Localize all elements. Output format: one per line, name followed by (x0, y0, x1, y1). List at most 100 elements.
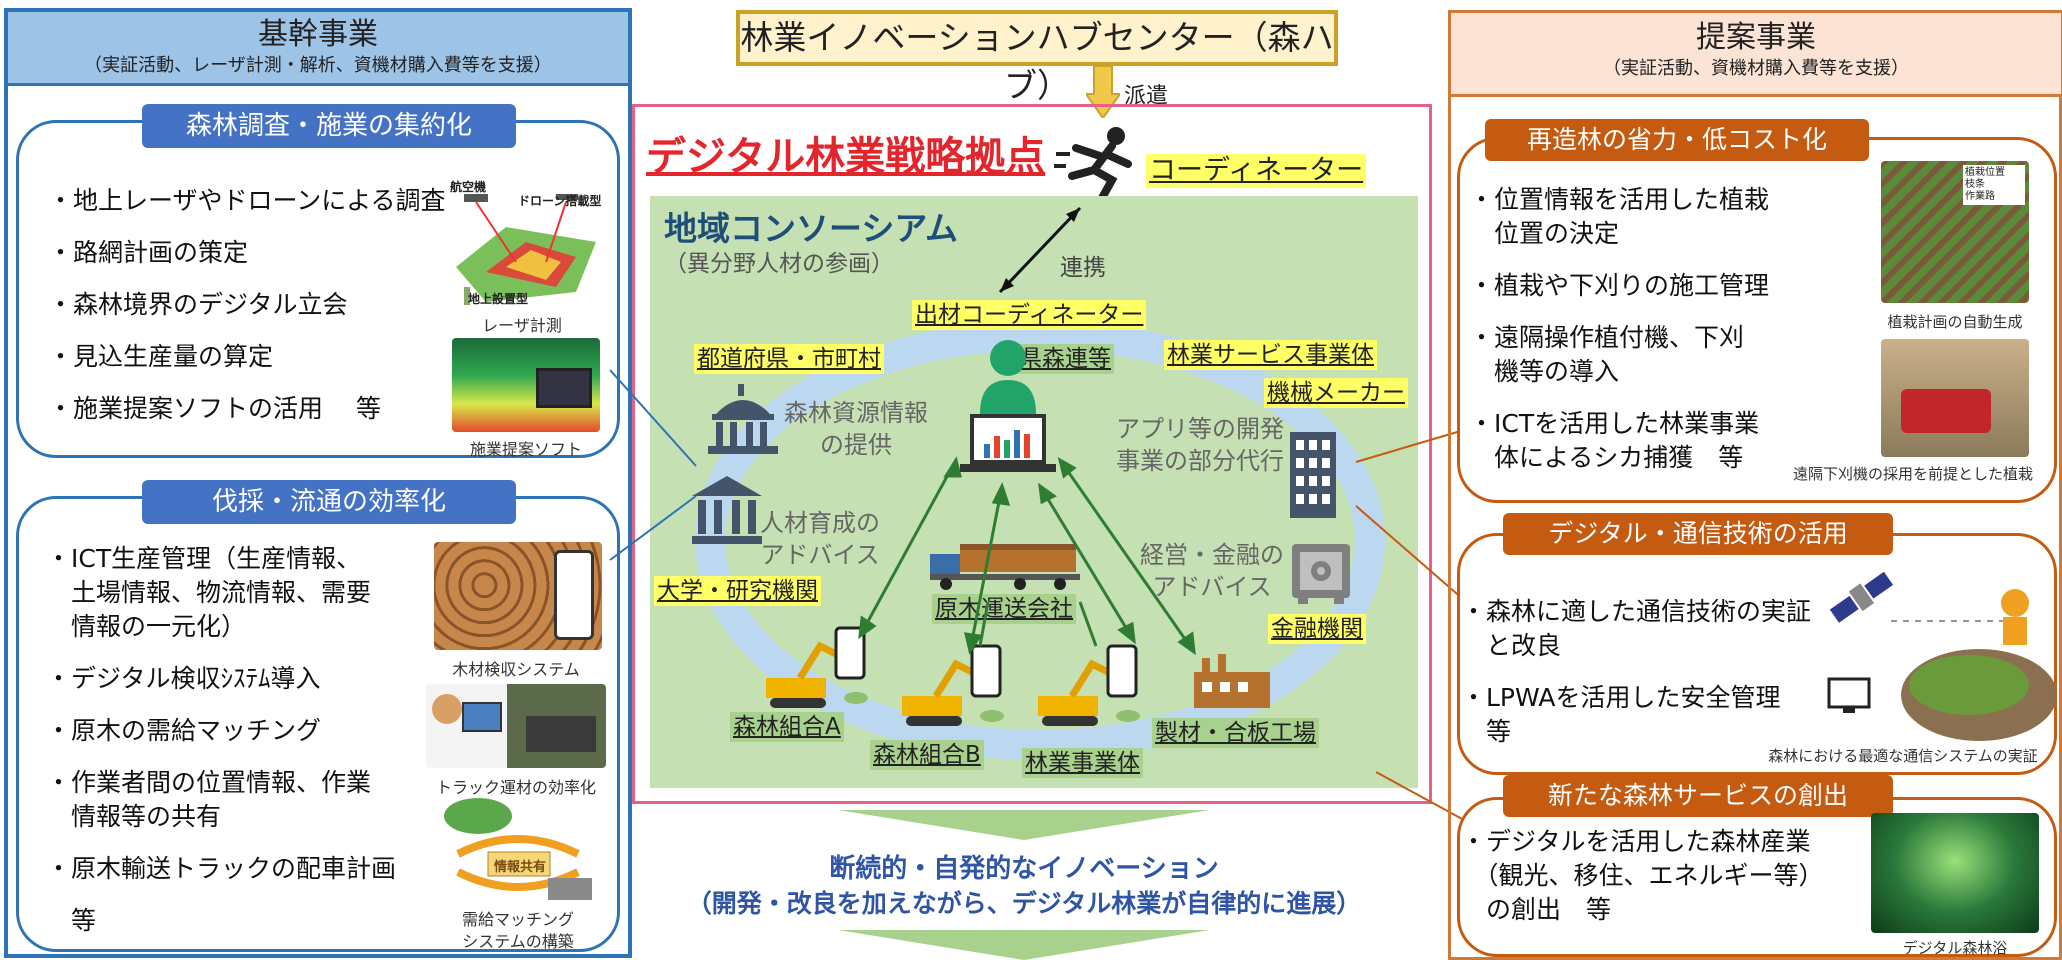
relation-arrows (858, 456, 1196, 656)
forest-survey-title: 森林調査・施業の集約化 (142, 104, 516, 148)
new-service-title: 新たな森林サービスの創出 (1503, 775, 1893, 817)
list-item: 土場情報、物流情報、需要 (46, 578, 372, 607)
shipping-coordinator-label: 出材コーディネーター (912, 300, 1147, 330)
matching-caption-2: システムの構築 (462, 932, 574, 951)
reforestation-title: 再造林の省力・低コスト化 (1485, 119, 1869, 161)
core-project-header: 基幹事業 （実証活動、レーザ計測・解析、資機材購入費等を支援） (8, 12, 628, 86)
safe-icon (1292, 544, 1350, 604)
government-building-icon (708, 384, 778, 454)
truck-icon (526, 716, 596, 752)
forest-federation-label: 県森連等 (1016, 344, 1114, 374)
list-item: ・原木輸送トラックの配車計画 (46, 854, 397, 883)
comm-system-caption: 森林における最適な通信システムの実証 (1768, 747, 2038, 765)
prefecture-label: 都道府県・市町村 (694, 344, 884, 374)
list-item: ・遠隔操作植付機、下刈 (1469, 323, 1745, 352)
list-item: と改良 (1461, 631, 1562, 660)
forestry-entity-label: 林業事業体 (1022, 748, 1143, 778)
list-item: ・森林境界のデジタル立会 (48, 290, 348, 319)
list-item: ・位置情報を活用した植栽 (1469, 185, 1770, 214)
timber-inspection-caption: 木材検収システム (452, 660, 580, 679)
excavator-phone-icon-a (766, 626, 868, 708)
list-item: ・森林に適した通信技術の実証 (1461, 597, 1812, 626)
coordinator-label: コーディネーター (1146, 154, 1367, 188)
legend-item: 枝条 (1965, 179, 1985, 190)
person-at-pc-icon (432, 694, 462, 724)
logging-distribution-title: 伐採・流通の効率化 (142, 480, 516, 524)
proposal-project-panel: 提案事業 （実証活動、資機材購入費等を支援） 再造林の省力・低コスト化 ・位置情… (1448, 10, 2062, 960)
list-item: ・原木の需給マッチング (46, 716, 322, 745)
strategy-hub-title: デジタル林業戦略拠点 (646, 134, 1046, 180)
planting-plan-image: 植栽位置 枝条 作業路 (1881, 161, 2029, 303)
logging-distribution-list: ・ICT生産管理（生産情報、 土場情報、物流情報、需要 情報の一元化） ・デジタ… (46, 542, 446, 938)
label-aircraft: 航空機 (450, 180, 487, 194)
finance-label: 金融機関 (1268, 614, 1366, 644)
coop-b-label: 森林組合B (870, 740, 984, 770)
laptop-icon (536, 368, 592, 408)
legend-item: 作業路 (1965, 191, 1995, 202)
core-project-title: 基幹事業 (258, 17, 378, 52)
innovation-title: 断続的・自発的なイノベーション (829, 854, 1219, 884)
digital-forest-bath-image (1871, 813, 2039, 933)
consortium-subtitle: （異分野人材の参画） (664, 251, 894, 277)
laptop-chart-icon (960, 414, 1056, 472)
factory-icon (1194, 654, 1270, 708)
forest-survey-list: ・地上レーザやドローンによる調査 ・路網計画の策定 ・森林境界のデジタル立会 ・… (48, 184, 468, 426)
strategy-hub-frame (632, 104, 1432, 804)
list-item: ・作業者間の位置情報、作業 (46, 768, 372, 797)
collaboration-label: 連携 (1060, 255, 1106, 281)
person-icon (980, 340, 1036, 414)
list-item: ・デジタル検収ｼｽﾃﾑ導入 (46, 664, 321, 693)
machinery-makers-label: 機械メーカー (1264, 378, 1408, 408)
list-item: ・見込生産量の算定 (48, 342, 274, 371)
plan-legend: 植栽位置 枝条 作業路 (1963, 165, 2025, 205)
list-item: 機等の導入 (1469, 357, 1620, 386)
list-item: 等 (46, 906, 97, 935)
list-item: ・施業提案ソフトの活用 等 (48, 394, 381, 423)
remote-mower-caption: 遠隔下刈機の採用を前提とした植栽 (1792, 465, 2033, 483)
service-entities-label: 林業サービス事業体 (1164, 340, 1377, 370)
list-item: 情報の一元化） (46, 612, 247, 641)
connector-lines (609, 369, 1465, 821)
app-dev-text-2: 事業の部分代行 (1116, 447, 1284, 475)
list-item: の創出 等 (1461, 895, 1612, 924)
resource-info-text-2: の提供 (820, 431, 892, 459)
label-ground: 地上設置型 (468, 292, 529, 306)
log-transport-label: 原木運送会社 (932, 594, 1076, 624)
software-caption: 施業提案ソフト (469, 440, 582, 459)
matching-caption-1: 需給マッチング (461, 910, 574, 929)
list-item: ・ICT生産管理（生産情報、 (46, 544, 362, 573)
treatment-software-image (452, 338, 600, 432)
list-item: 等 (1461, 717, 1512, 746)
laser-caption: レーザ計測 (482, 316, 562, 335)
truck-efficiency-image (426, 684, 606, 768)
proposal-project-subtitle: （実証活動、資機材購入費等を支援） (1603, 58, 1909, 79)
hub-center-title: 林業イノベーションハブセンター（森ハブ） (736, 10, 1338, 105)
mgmt-advice-text-2: アドバイス (1152, 573, 1272, 601)
list-item: ・地上レーザやドローンによる調査 (48, 186, 446, 215)
runner-icon (1054, 127, 1132, 200)
digital-forest-bath-caption: デジタル森林浴 (1902, 939, 2008, 957)
mower-icon (1901, 389, 1991, 433)
list-item: ・デジタルを活用した森林産業 (1461, 827, 1811, 856)
new-service-list: ・デジタルを活用した森林産業 （観光、移住、エネルギー等） の創出 等 (1461, 825, 1881, 927)
hr-advice-text-2: アドバイス (760, 541, 880, 569)
excavator-phone-icon-b (902, 644, 1004, 726)
comm-system-image (1827, 571, 2055, 741)
list-item: （観光、移住、エネルギー等） (1461, 861, 1824, 890)
hr-advice-text-1: 人材育成の (760, 509, 880, 537)
list-item: 位置の決定 (1469, 219, 1620, 248)
excavator-phone-icon-c (1038, 644, 1140, 726)
legend-item: 植栽位置 (1965, 167, 2005, 178)
smartphone-icon (554, 550, 594, 640)
list-item: 体によるシカ捕獲 等 (1469, 443, 1744, 472)
reforestation-list: ・位置情報を活用した植栽 位置の決定 ・植栽や下刈りの施工管理 ・遠隔操作植付機… (1469, 183, 1849, 475)
innovation-arrow (838, 810, 1210, 960)
digital-comm-title: デジタル・通信技術の活用 (1503, 513, 1893, 555)
list-item: ・植栽や下刈りの施工管理 (1469, 271, 1770, 300)
consortium-title: 地域コンソーシアム (664, 209, 959, 248)
timber-inspection-image (434, 542, 602, 650)
list-item: ・路網計画の策定 (48, 238, 249, 267)
app-dev-text-1: アプリ等の開発 (1116, 415, 1284, 443)
coop-a-label: 森林組合A (730, 712, 844, 742)
university-icon (692, 476, 762, 544)
